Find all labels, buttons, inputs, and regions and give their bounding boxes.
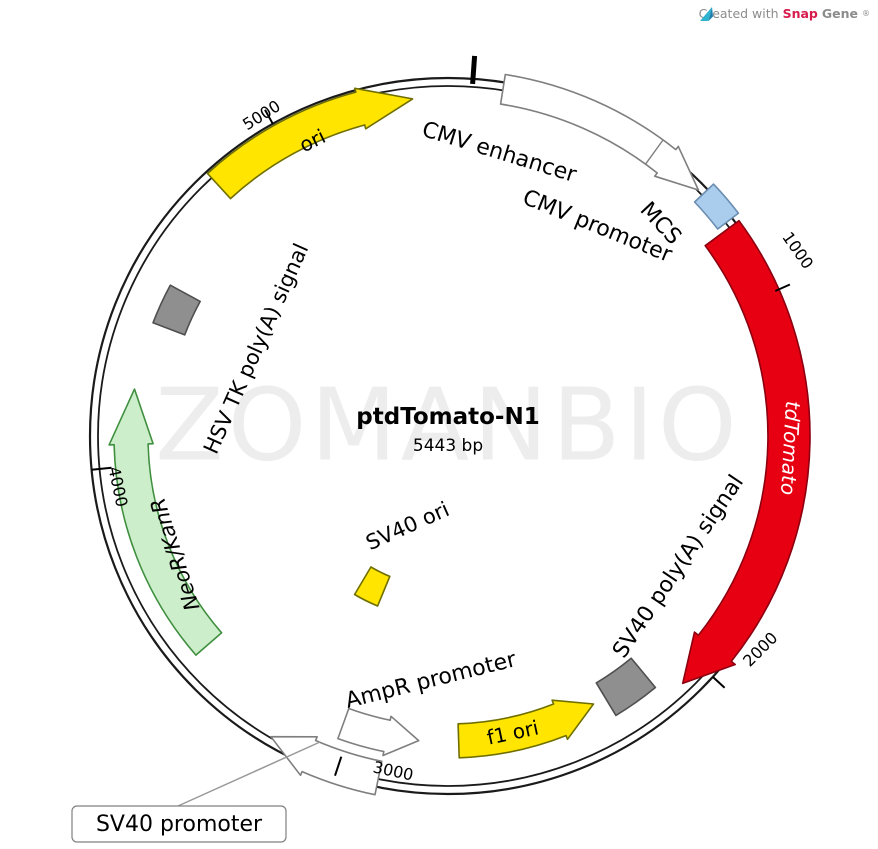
hsv-tk-polya-box	[152, 284, 201, 336]
tick-5000	[264, 109, 274, 125]
callout-text: SV40 promoter	[96, 812, 263, 837]
snapgene-logo-icon	[699, 7, 713, 21]
ampr-promoter-arrow	[337, 707, 420, 757]
feature-shapes	[108, 73, 811, 796]
plasmid-name: ptdTomato-N1	[356, 404, 539, 430]
callout-leader-line	[177, 741, 321, 807]
neor-kanr-arrow	[108, 388, 223, 656]
plasmid-title-group: ptdTomato-N1 5443 bp	[356, 404, 539, 456]
tdtomato-label: tdTomato	[776, 400, 805, 495]
cmv-enhancer-promoter-arrow-divider	[644, 139, 664, 165]
sv40-ori-box	[353, 566, 391, 607]
credit-prefix: Created with	[698, 6, 779, 21]
tick-label-1000: 1000	[778, 228, 817, 272]
tick-2000	[712, 676, 726, 689]
tick-1000	[774, 283, 791, 292]
ori-arrow	[206, 87, 414, 200]
credit-brand-snap: Snap	[782, 6, 818, 21]
credit-registered-mark: ®	[862, 9, 870, 18]
tdtomato-arrow	[681, 219, 811, 685]
f1-ori-arrow	[457, 699, 595, 759]
origin-tick	[470, 55, 478, 85]
sv40-ori-label: SV40 ori	[362, 497, 453, 555]
sv40-polya-box	[595, 657, 657, 717]
tick-4000	[91, 466, 112, 471]
watermark-text: ZOMANBIO	[155, 366, 741, 483]
plasmid-size: 5443 bp	[413, 436, 483, 456]
cmv-enhancer-label: CMV enhancer	[419, 117, 580, 188]
credit-brand-gene: Gene	[821, 6, 858, 21]
ampr-promoter-label: AmpR promoter	[343, 647, 520, 714]
mcs-box	[693, 183, 740, 230]
callout-box	[71, 805, 287, 843]
sv40-promoter-callout: SV40 promoter	[71, 741, 321, 843]
tick-3000	[334, 756, 343, 777]
cmv-enhancer-promoter-arrow	[499, 73, 700, 191]
